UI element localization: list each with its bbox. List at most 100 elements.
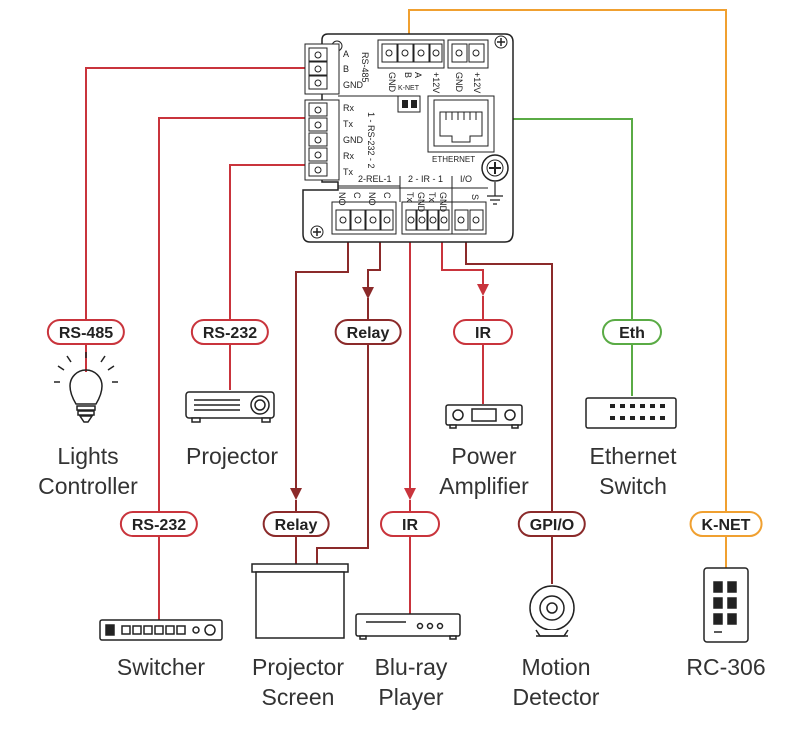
line-rs232-switcher — [158, 117, 312, 620]
diagram-shape — [313, 228, 321, 236]
ir-gnd2-label: GND — [416, 192, 426, 213]
bluray-player-icon — [355, 613, 461, 640]
top-gnd2-label: GND — [454, 72, 464, 93]
diagram-shape — [511, 424, 519, 429]
rc306-keypad-icon — [703, 567, 749, 643]
line-relay-top — [362, 232, 381, 299]
diagram-shape — [640, 404, 645, 408]
diagram-shape — [610, 404, 615, 408]
caption-line: Detector — [512, 684, 600, 710]
diagram-shape — [449, 424, 457, 429]
diagram-shape — [630, 404, 635, 408]
pill-rs232-projector: RS-232 — [190, 319, 270, 345]
diagram-shape — [100, 355, 106, 363]
caption-motion-detector: Motion Detector — [513, 652, 600, 712]
diagram-shape — [204, 624, 216, 636]
caption-line: Controller — [38, 473, 138, 499]
caption-line: Power — [451, 443, 517, 469]
diagram-shape — [165, 625, 175, 635]
top-12v1-label: +12V — [431, 72, 441, 93]
pill-ir-bluray: IR — [380, 511, 440, 537]
diagram-shape — [504, 409, 516, 421]
diagram-shape — [314, 151, 322, 159]
ir-gnd1-label: GND — [438, 192, 448, 213]
diagram-shape — [660, 416, 665, 420]
diagram-shape — [452, 409, 464, 421]
ethernet-label: ETHERNET — [432, 155, 475, 164]
diagram-shape — [314, 121, 322, 129]
diagram-shape — [727, 613, 737, 625]
top-b-label: B — [403, 72, 413, 78]
ir-group-label: 2 - IR - 1 — [408, 174, 443, 184]
diagram-shape — [436, 622, 444, 630]
caption-line: Switcher — [116, 654, 206, 680]
line-gpio — [465, 232, 553, 584]
pill-knet: K-NET — [689, 511, 763, 537]
diagram-shape — [650, 416, 655, 420]
caption-line: Player — [378, 684, 444, 710]
rs232-tx2-label: Tx — [343, 167, 353, 177]
top-12v2-label: +12V — [472, 72, 482, 93]
rs232-rx1-label: Rx — [343, 103, 354, 113]
diagram-shape — [66, 355, 72, 363]
diagram-shape — [401, 49, 409, 57]
line-ir-amp — [441, 232, 489, 296]
diagram-shape — [154, 625, 164, 635]
motion-detector-icon — [529, 585, 575, 637]
rs485-a-label: A — [343, 49, 349, 59]
line-relay-top-lower — [316, 298, 369, 567]
diagram-shape — [143, 625, 153, 635]
diagram-shape — [546, 602, 558, 614]
controller-device: A B GND RS-485 Rx Tx GND Rx Tx 1 - RS-23… — [302, 33, 514, 243]
diagram-shape — [176, 625, 186, 635]
pill-rs232-switcher: RS-232 — [119, 511, 199, 537]
caption-line: Ethernet — [589, 443, 677, 469]
rel-c1-label: C — [382, 192, 392, 199]
diagram-shape — [487, 182, 503, 205]
diagram-shape — [57, 365, 65, 371]
amplifier-icon — [445, 404, 523, 429]
caption-line: Projector — [185, 443, 279, 469]
diagram-shape — [660, 404, 665, 408]
pill-relay-top: Relay — [334, 319, 402, 345]
diagram-shape — [411, 100, 417, 108]
rel-c2-label: C — [352, 192, 362, 199]
rel-no2-label: NO — [337, 192, 347, 206]
diagram-shape — [426, 622, 434, 630]
diagram-shape — [314, 106, 322, 114]
diagram-shape — [472, 216, 480, 224]
caption-bluray-player: Blu-ray Player — [375, 652, 448, 712]
rs232-tx1-label: Tx — [343, 119, 353, 129]
projector-icon — [185, 391, 275, 423]
diagram-shape — [620, 416, 625, 420]
diagram-shape — [449, 635, 457, 640]
diagram-shape — [585, 397, 677, 429]
caption-projector: Projector — [186, 441, 278, 471]
rs485-b-label: B — [343, 64, 349, 74]
switcher-icon — [99, 619, 223, 641]
diagram-shape — [261, 417, 271, 423]
io-s-label: S — [470, 194, 480, 200]
diagram-shape — [369, 216, 377, 224]
diagram-shape — [489, 162, 501, 174]
diagram-shape — [254, 399, 266, 411]
caption-power-amplifier: Power Amplifier — [439, 441, 528, 501]
diagram-shape — [630, 416, 635, 420]
diagram-shape — [455, 49, 463, 57]
top-gnd1-label: GND — [387, 72, 397, 93]
diagram-shape — [417, 49, 425, 57]
diagram-shape — [727, 581, 737, 593]
pill-relay-screen: Relay — [262, 511, 330, 537]
diagram-shape — [535, 629, 569, 637]
caption-line: Motion — [521, 654, 591, 680]
rs232-rx2-label: Rx — [343, 151, 354, 161]
diagram-shape — [359, 635, 367, 640]
caption-line: RC-306 — [686, 654, 766, 680]
diagram-shape — [314, 79, 322, 87]
line-rs485 — [85, 67, 312, 330]
diagram-shape — [610, 416, 615, 420]
rel-no1-label: NO — [367, 192, 377, 206]
caption-lights-controller: Lights Controller — [38, 441, 138, 501]
ethernet-switch-icon — [585, 397, 677, 429]
diagram-shape — [192, 626, 200, 634]
